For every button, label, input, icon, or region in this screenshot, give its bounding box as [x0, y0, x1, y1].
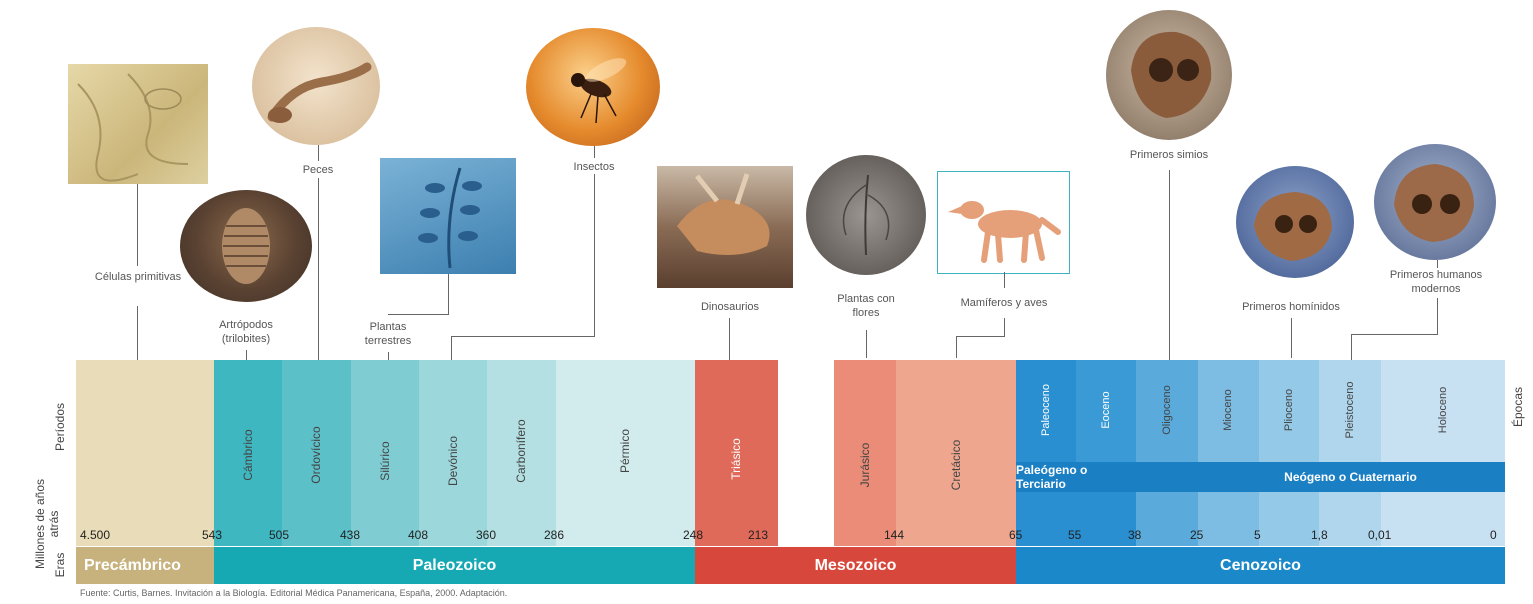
- leader-line-hominidos: [1291, 318, 1292, 358]
- label-simios: Primeros simios: [1110, 148, 1228, 162]
- leader-line-humanos-v: [1437, 260, 1438, 268]
- label-paleoceno: Paleoceno: [1040, 375, 1052, 445]
- label-carbonifero: Carbonífero: [514, 416, 528, 486]
- label-plantas-terrestres: Plantas terrestres: [345, 320, 431, 348]
- label-artropodos: Artrópodos (trilobites): [200, 318, 292, 346]
- label-cretacico: Cretácico: [949, 430, 963, 500]
- age-label: 438: [340, 528, 360, 542]
- leader-line-insectos-down: [451, 336, 452, 362]
- age-label: 248: [683, 528, 703, 542]
- neogeno-band: Neógeno o Cuaternario: [1136, 462, 1505, 492]
- fish-fossil-image: [252, 27, 380, 145]
- label-humanos: Primeros humanos modernos: [1376, 268, 1496, 296]
- leader-line-insectos-h: [451, 336, 595, 337]
- era-precambrico: Precámbrico: [76, 547, 214, 584]
- flowering-plant-fossil-image: [806, 155, 926, 275]
- hominid-skull-image: [1236, 166, 1354, 278]
- insect-in-amber-image: [526, 28, 660, 146]
- age-label: 5: [1254, 528, 1261, 542]
- label-oligoceno: Oligoceno: [1161, 375, 1173, 445]
- label-hominidos: Primeros homínidos: [1230, 300, 1352, 314]
- label-triasico: Triásico: [729, 424, 743, 494]
- dinosaur-skull-fossil-image: [657, 166, 793, 288]
- cenozoic-lower-mid2: [1198, 492, 1259, 546]
- age-label: 543: [202, 528, 222, 542]
- cenozoic-lower-mid3: [1259, 492, 1319, 546]
- age-label: 360: [476, 528, 496, 542]
- trilobite-fossil-image: [180, 190, 312, 302]
- leader-line-humanos-h: [1351, 334, 1438, 335]
- source-footnote: Fuente: Curtis, Barnes. Invitación a la …: [80, 588, 507, 598]
- age-label: 4.500: [80, 528, 110, 542]
- mammal-illustration-image: [937, 171, 1070, 274]
- leader-line-celulas: [137, 184, 138, 266]
- axis-title-eras: Eras: [53, 545, 67, 585]
- label-peces: Peces: [293, 163, 343, 177]
- era-paleozoico: Paleozoico: [214, 547, 695, 584]
- age-label: 286: [544, 528, 564, 542]
- leader-line-insectos: [594, 146, 595, 158]
- leader-line-insectos-v: [594, 174, 595, 336]
- leader-line-peces-bar: [318, 178, 319, 360]
- label-mamiferos: Mamíferos y aves: [944, 296, 1064, 310]
- period-precambrico-bar: [76, 360, 214, 546]
- leader-line-mamiferos-v: [1004, 318, 1005, 336]
- era-mesozoico: Mesozoico: [695, 547, 1016, 584]
- leader-line-plantas: [448, 274, 449, 314]
- label-insectos: Insectos: [558, 160, 630, 174]
- cenozoic-lower-right: [1381, 492, 1505, 546]
- label-dinosaurios: Dinosaurios: [680, 300, 780, 314]
- label-devonico: Devónico: [446, 426, 460, 496]
- modern-human-skull-image: [1374, 144, 1496, 260]
- label-holoceno: Holoceno: [1437, 375, 1449, 445]
- leader-line-mamiferos: [1004, 272, 1005, 288]
- primitive-cells-fossil-image: [68, 64, 208, 184]
- leader-line-humanos-down: [1351, 334, 1352, 360]
- label-mioceno: Mioceno: [1222, 375, 1234, 445]
- leader-line-dinosaurios: [729, 318, 730, 362]
- label-celulas: Células primitivas: [92, 270, 184, 284]
- axis-title-periodos: Períodos: [53, 397, 67, 457]
- leader-line-celulas-bar: [137, 306, 138, 360]
- label-plantas-flores: Plantas con flores: [826, 292, 906, 320]
- leader-line-simios: [1169, 170, 1170, 360]
- cenozoic-lower-mid1: [1136, 492, 1198, 546]
- age-label: 65: [1009, 528, 1022, 542]
- label-permico: Pérmico: [618, 416, 632, 486]
- age-label: 55: [1068, 528, 1081, 542]
- leader-line-flores: [866, 330, 867, 358]
- paleogeno-band: Paleógeno o Terciario: [1016, 462, 1136, 492]
- age-label: 38: [1128, 528, 1141, 542]
- leader-line-humanos-v2: [1437, 298, 1438, 334]
- age-label: 505: [269, 528, 289, 542]
- label-ordovicico: Ordovícico: [309, 420, 323, 490]
- age-label: 0: [1490, 528, 1497, 542]
- age-label: 0,01: [1368, 528, 1391, 542]
- age-label: 213: [748, 528, 768, 542]
- leader-line-plantas-h: [388, 314, 449, 315]
- age-label: 25: [1190, 528, 1203, 542]
- fern-plant-fossil-image: [380, 158, 516, 274]
- primate-skull-fossil-image: [1106, 10, 1232, 140]
- leader-line-mamiferos-down: [956, 336, 957, 358]
- label-silurico: Silúrico: [378, 426, 392, 496]
- label-eoceno: Eoceno: [1100, 375, 1112, 445]
- label-pleistoceno: Pleistoceno: [1344, 375, 1356, 445]
- axis-title-epocas: Épocas: [1511, 377, 1525, 437]
- age-label: 1,8: [1311, 528, 1328, 542]
- label-cambrico: Cámbrico: [241, 420, 255, 490]
- leader-line-peces: [318, 145, 319, 161]
- leader-line-mamiferos-h: [956, 336, 1005, 337]
- era-cenozoico: Cenozoico: [1016, 547, 1505, 584]
- label-plioceno: Plioceno: [1283, 375, 1295, 445]
- age-label: 144: [884, 528, 904, 542]
- age-label: 408: [408, 528, 428, 542]
- label-jurasico: Jurásico: [858, 430, 872, 500]
